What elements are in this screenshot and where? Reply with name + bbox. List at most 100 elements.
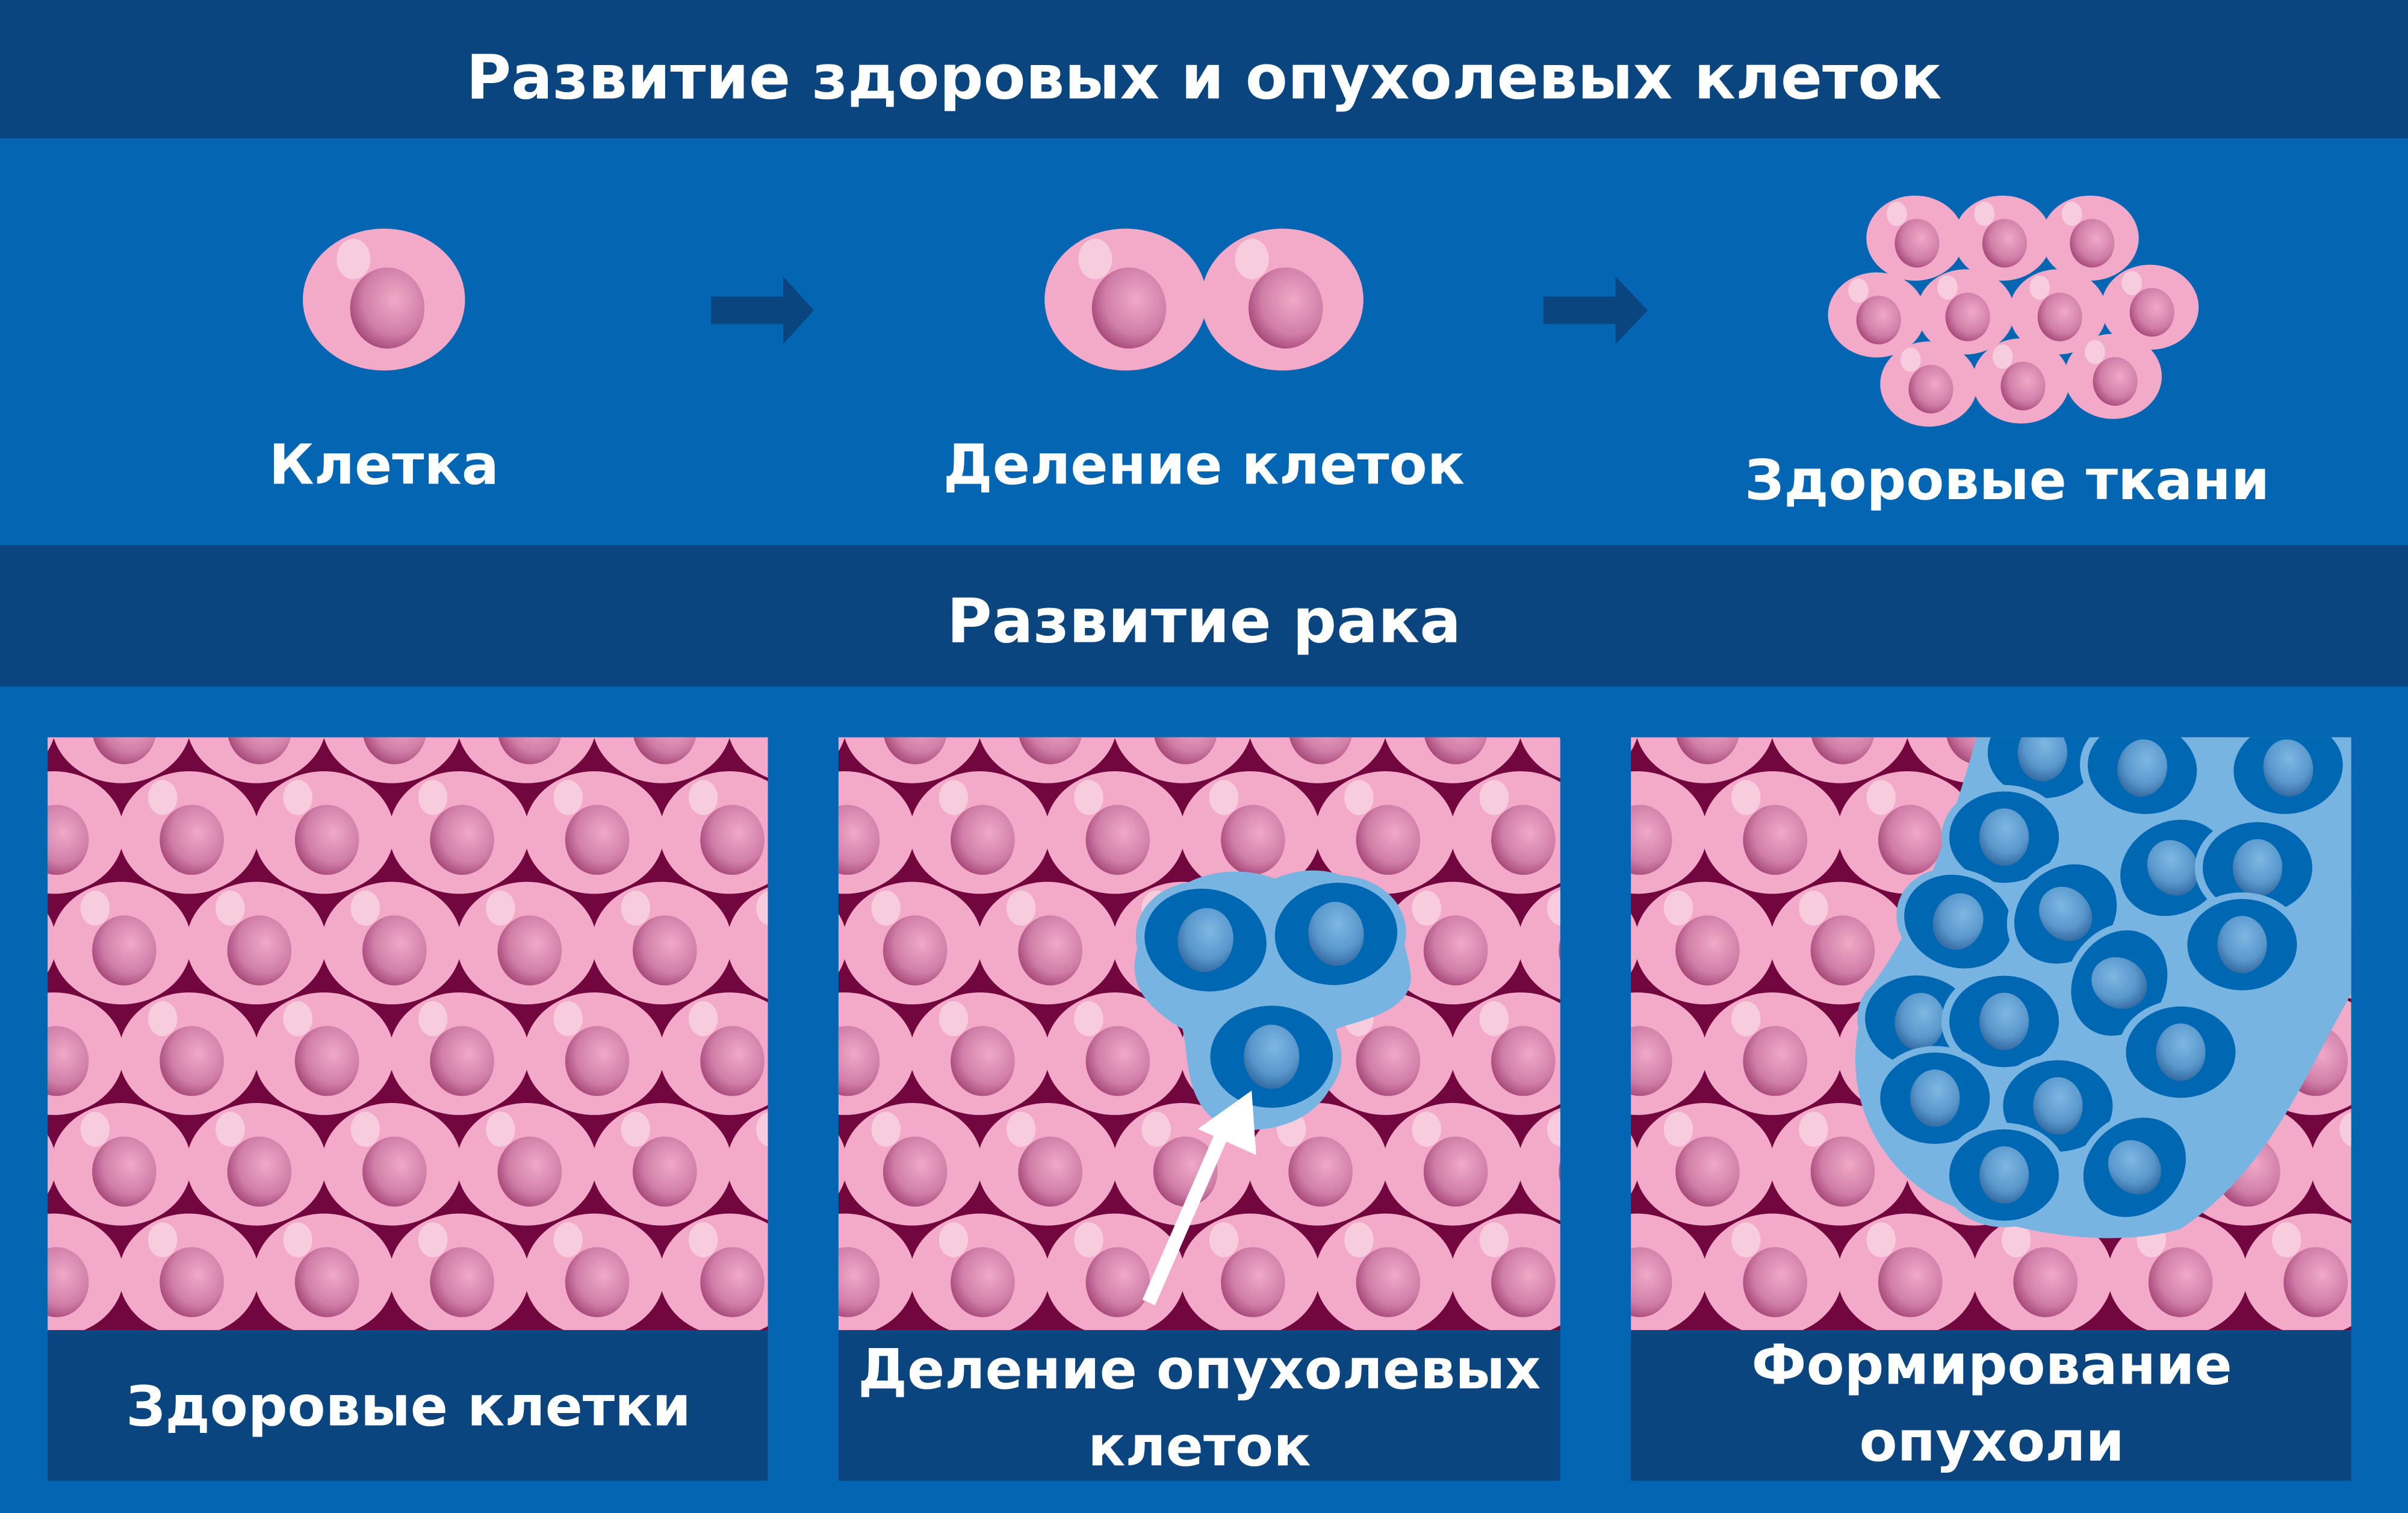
panel-label: Формирование [1752,1333,2232,1397]
nucleus [227,915,292,986]
highlight [283,1222,312,1258]
nucleus [1945,292,1990,341]
tumor-cell [2226,737,2351,821]
nucleus [838,804,880,875]
nucleus [1894,219,1940,268]
highlight [1848,278,1869,303]
highlight [2061,201,2082,226]
highlight [1006,890,1036,926]
cell-body [729,737,768,778]
healthy-cell [186,881,327,1005]
nucleus [2263,739,2313,797]
healthy-cell [1044,992,1185,1115]
nucleus [1932,893,1984,950]
nucleus [565,804,630,875]
highlight [1078,238,1112,279]
panel-label: клеток [1088,1414,1311,1479]
nucleus [1423,1136,1488,1207]
healthy-cell [1044,228,1207,371]
highlight [1663,890,1693,926]
healthy-cell [1837,1213,1978,1331]
highlight [1209,780,1239,815]
highlight [147,1222,178,1258]
nucleus [1491,1026,1556,1096]
nucleus [700,1247,765,1317]
healthy-cell [1880,341,1978,427]
highlight [486,890,515,926]
nucleus [48,1247,89,1317]
healthy-cell [1450,771,1560,894]
healthy-cell [456,881,597,1005]
nucleus [2033,1077,2083,1135]
highlight [1412,890,1441,926]
nucleus [160,1026,224,1096]
healthy-cell [1450,1213,1560,1331]
nucleus [565,1247,630,1317]
healthy-cell [48,771,124,894]
healthy-cell [186,1103,327,1226]
nucleus [498,737,561,765]
highlight [621,890,651,926]
healthy-cell [321,1103,462,1226]
nucleus [1676,737,1739,765]
highlight [1866,1222,1896,1258]
highlight [621,1111,651,1147]
highlight [1006,1111,1036,1147]
healthy-cell [1180,1213,1320,1331]
healthy-cell [1385,737,1521,783]
healthy-cell [727,887,768,999]
healthy-cell [1180,771,1320,894]
healthy-cell [524,1213,665,1331]
tumor-cell [1201,998,1342,1116]
highlight [350,1111,380,1147]
highlight [1074,1222,1103,1258]
nucleus [1091,267,1167,349]
highlight [418,1001,448,1037]
healthy-cell [910,1213,1050,1331]
cell-body [838,737,845,751]
highlight [1547,1111,1560,1147]
highlight [688,1222,718,1258]
healthy-cell [1114,737,1250,783]
nucleus [92,915,157,986]
healthy-cell [389,771,530,894]
nucleus [1288,1136,1353,1207]
arrow-right-icon [1543,276,1648,344]
healthy-cell [659,992,768,1115]
highlight [216,1111,245,1147]
healthy-cell [1518,1108,1560,1221]
healthy-cell [1631,737,1637,751]
highlight [2029,275,2050,300]
tumor-cell [2179,892,2305,997]
nucleus [497,915,562,986]
highlight [1479,1222,1509,1258]
nucleus [1289,737,1352,765]
highlight [553,780,583,815]
nucleus [1675,915,1740,986]
highlight [1209,1222,1239,1258]
page-title: Развитие здоровых и опухолевых клеток [466,42,1941,113]
cell-division-illustration [1044,228,1364,371]
single-cell-illustration [303,228,465,371]
tumor-cell [1941,969,2067,1074]
title-bar [0,0,2408,138]
highlight [756,1112,768,1147]
healthy-cell [1450,992,1560,1115]
nucleus [2148,1247,2213,1317]
tumor-cell [2064,922,2174,1043]
highlight [337,238,371,279]
tumor-cell [1941,784,2067,890]
healthy-cell [524,992,665,1115]
nucleus [1356,1026,1421,1096]
healthy-cell [1828,272,1926,358]
highlight [350,890,380,926]
cancer-title: Развитие рака [947,585,1461,657]
nucleus [92,1136,157,1207]
highlight [1344,780,1374,815]
healthy-cell [910,992,1050,1115]
nucleus [2108,1140,2161,1195]
tumor-formation-image [1631,737,2351,1331]
highlight [939,1222,969,1258]
healthy-cell [2009,269,2107,355]
